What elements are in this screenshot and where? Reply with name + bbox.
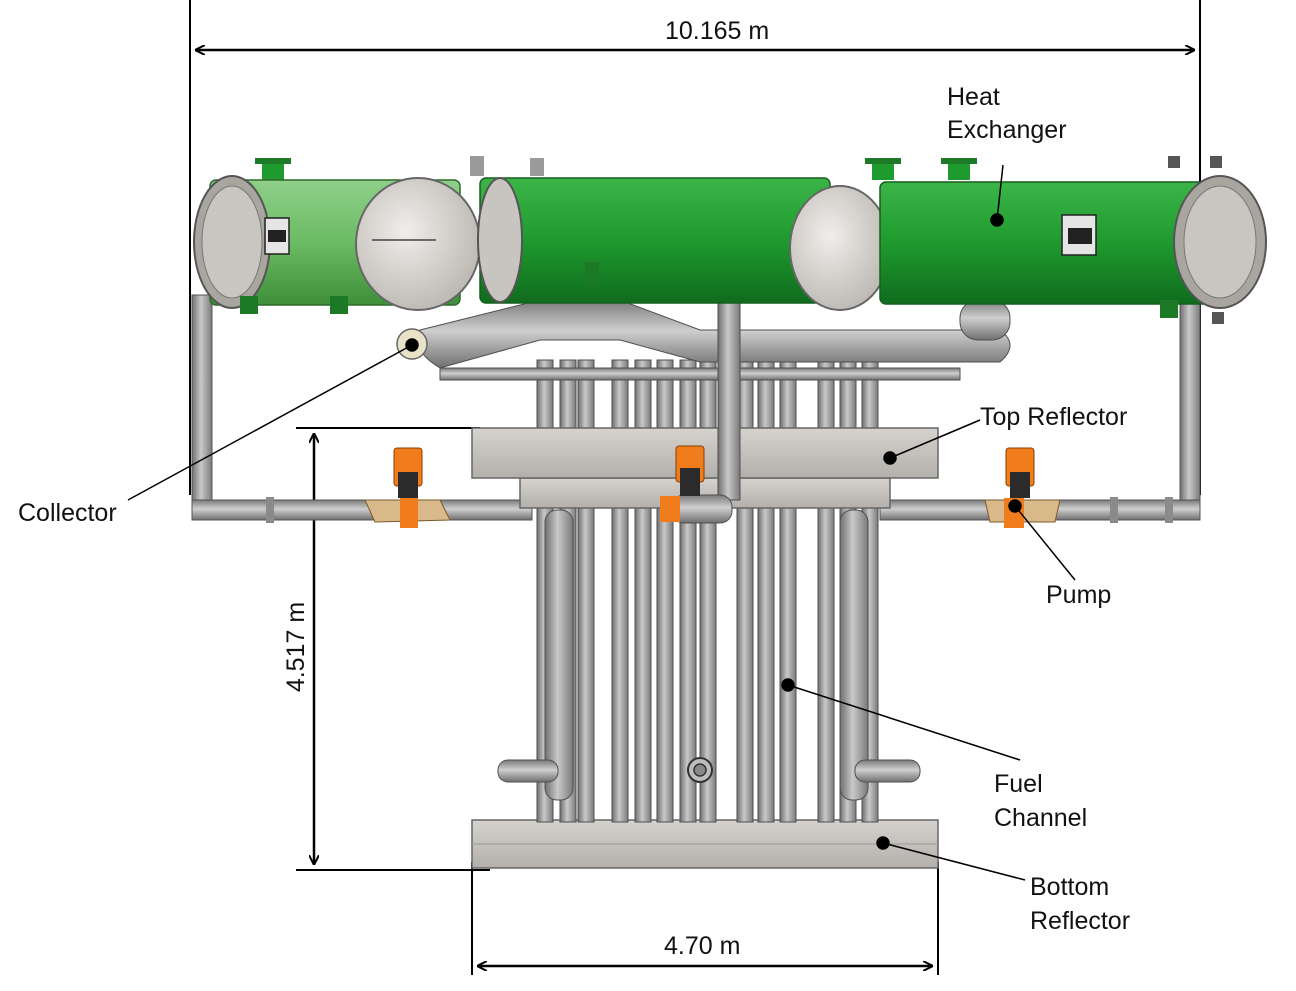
- overall-width-dimension: 10.165 m: [665, 17, 770, 45]
- bottom-reflector-label-line1: Bottom: [1030, 873, 1110, 901]
- heat-exchanger-left: [193, 158, 481, 314]
- top-reflector: [471, 427, 939, 509]
- channel-port: [687, 757, 713, 783]
- pump-left: [364, 447, 451, 528]
- heat-exchanger-middle: [470, 156, 891, 311]
- collector-label: Collector: [18, 499, 117, 527]
- top-reflector-label: Top Reflector: [980, 403, 1128, 431]
- heat-exchanger-label-line2: Exchanger: [947, 116, 1067, 144]
- heat-exchanger-right: [865, 156, 1267, 324]
- bottom-reflector-label-line2: Reflector: [1030, 907, 1131, 935]
- core-width-dimension: 4.70 m: [664, 932, 741, 960]
- fuel-channel-label-line1: Fuel: [994, 770, 1043, 798]
- pump-middle: [660, 445, 705, 522]
- leader-lines: [127, 164, 1076, 881]
- fuel-channels: [497, 359, 921, 823]
- heat-exchanger-label-line1: Heat: [947, 83, 1000, 111]
- core-height-dimension: 4.517 m: [282, 601, 310, 693]
- pump-right: [984, 447, 1061, 528]
- bottom-reflector: [471, 819, 939, 869]
- pump-label: Pump: [1046, 581, 1112, 609]
- fuel-channel-label-line2: Channel: [994, 804, 1088, 832]
